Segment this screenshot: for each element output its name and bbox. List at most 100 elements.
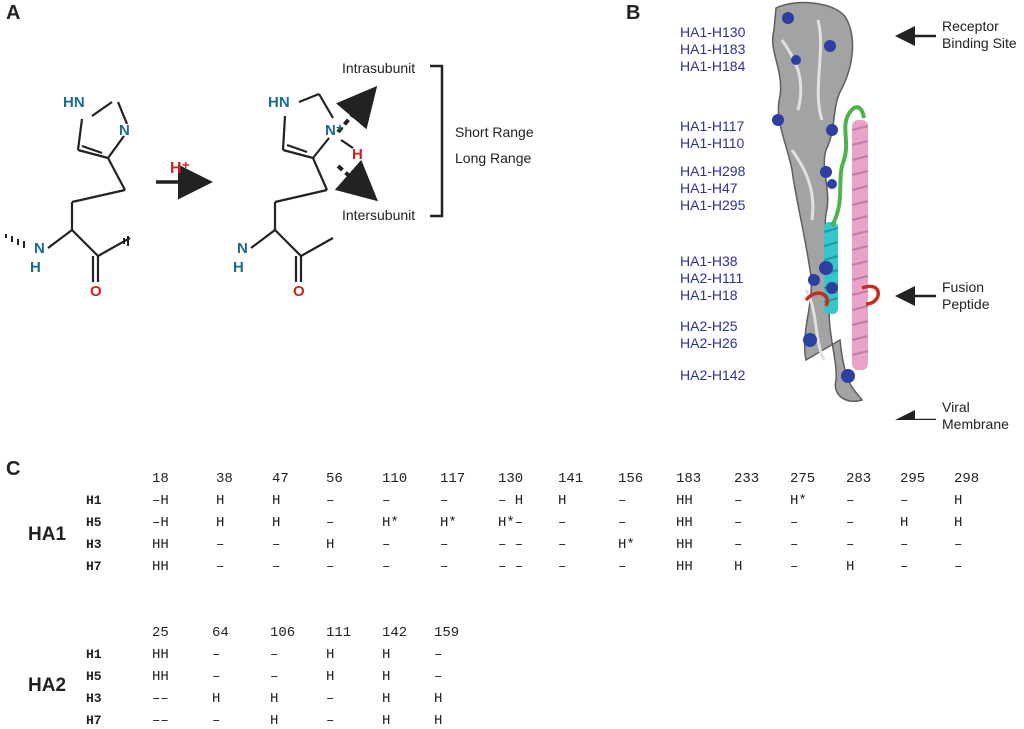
table-cell: H [382, 647, 391, 663]
label-ha1-h47: HA1-H47 [680, 180, 738, 196]
table-cell: – [790, 537, 799, 553]
panel-a-letter: A [6, 2, 21, 24]
histidine-labels-mid2: HA1-H298 HA1-H47 HA1-H295 [680, 163, 745, 214]
histidine-labels-mid3: HA1-H38 HA2-H111 HA1-H18 [680, 253, 743, 304]
table-cell: H [212, 691, 221, 707]
short-range-label: Short Range [455, 124, 534, 140]
table-cell: – [618, 515, 627, 531]
annotation-arrows [895, 26, 936, 420]
position-header: 38 [216, 471, 233, 487]
table-cell: H [734, 559, 743, 575]
subtype-row-label: H3 [86, 537, 102, 552]
range-bracket [430, 64, 444, 218]
right-ring-h: H [352, 146, 363, 163]
label-ha1-h184: HA1-H184 [680, 58, 746, 74]
table-cell: – [382, 559, 391, 575]
ha1-group-label: HA1 [28, 524, 67, 545]
label-ha1-h183: HA1-H183 [680, 41, 746, 57]
table-cell: – [326, 493, 335, 509]
table-cell: H* [440, 515, 457, 531]
table-cell: HH [676, 559, 693, 575]
table-cell: –– [152, 691, 169, 707]
table-cell: – [734, 493, 743, 509]
left-backbone-n: N [34, 240, 45, 257]
table-cell: H [216, 515, 225, 531]
position-header: 283 [846, 471, 872, 487]
label-ha1-h117: HA1-H117 [680, 118, 745, 134]
label-ha2-h142: HA2-H142 [680, 367, 746, 383]
position-header: 298 [954, 471, 980, 487]
pink-helix [851, 120, 869, 370]
table-cell: HH [152, 647, 169, 663]
table-cell: – [326, 559, 335, 575]
intersubunit-arrow [334, 159, 378, 202]
table-cell: – [434, 647, 443, 663]
reagent-proton: H⁺ [170, 160, 190, 177]
ha2-group-label: HA2 [28, 675, 67, 696]
table-cell: –H [152, 493, 169, 509]
table-cell: H* [618, 537, 635, 553]
table-cell: H [270, 713, 279, 729]
table-cell: H* [382, 515, 399, 531]
histidine-labels-low: HA2-H25 HA2-H26 [680, 318, 738, 352]
hemagglutinin-structure [772, 1, 880, 402]
right-ring-nplus: N⁺ [325, 122, 344, 139]
fusion-peptide-loop [804, 284, 880, 307]
label-ha1-h298: HA1-H298 [680, 163, 746, 179]
table-cell: – [846, 537, 855, 553]
subtype-row-label: H7 [86, 713, 102, 728]
left-ring-n: N [119, 122, 130, 139]
histidine-labels-mid1: HA1-H117 HA1-H110 [680, 118, 744, 152]
position-header: 110 [382, 471, 408, 487]
right-carbonyl-o: O [293, 283, 305, 300]
table-cell: – H [498, 493, 524, 509]
label-ha2-h25: HA2-H25 [680, 318, 738, 334]
position-header: 142 [382, 625, 408, 641]
protein-backbone [772, 1, 864, 402]
table-cell: HH [152, 669, 169, 685]
histidine-spheres [772, 12, 855, 383]
position-header: 183 [676, 471, 702, 487]
table-cell: H* [790, 493, 807, 509]
left-carbonyl-o: O [90, 283, 102, 300]
table-cell: – [212, 669, 221, 685]
table-cell: HH [152, 559, 169, 575]
position-header: 233 [734, 471, 760, 487]
position-header: 156 [618, 471, 644, 487]
table-cell: H [434, 691, 443, 707]
table-cell: – [212, 713, 221, 729]
table-cell: H [270, 691, 279, 707]
table-cell: – [618, 493, 627, 509]
table-cell: – [900, 493, 909, 509]
label-ha2-h26: HA2-H26 [680, 335, 738, 351]
subtype-row-label: H7 [86, 559, 102, 574]
subtype-row-label: H1 [86, 493, 102, 508]
intersubunit-label: Intersubunit [342, 207, 416, 223]
neutral-histidine-structure [47, 101, 131, 282]
table-cell: – – [498, 537, 524, 553]
table-cell: H [216, 493, 225, 509]
left-backbone-h: H [30, 259, 41, 276]
table-cell: – [382, 493, 391, 509]
table-cell: HH [676, 515, 693, 531]
table-cell: – [734, 537, 743, 553]
table-cell: – [734, 515, 743, 531]
table-cell: – [558, 537, 567, 553]
table-cell: – [212, 647, 221, 663]
table-cell: H*– [498, 515, 524, 531]
table-cell: – [618, 559, 627, 575]
table-cell: – [558, 559, 567, 575]
table-cell: –– [152, 713, 169, 729]
table-cell: H [382, 691, 391, 707]
position-header: 18 [152, 471, 169, 487]
position-header: 111 [326, 625, 352, 641]
position-header: 117 [440, 471, 466, 487]
subtype-row-label: H3 [86, 691, 102, 706]
right-backbone-h: H [233, 259, 244, 276]
long-range-label: Long Range [455, 150, 532, 166]
table-cell: H [846, 559, 855, 575]
table-cell: – [954, 559, 963, 575]
subtype-row-label: H5 [86, 669, 102, 684]
